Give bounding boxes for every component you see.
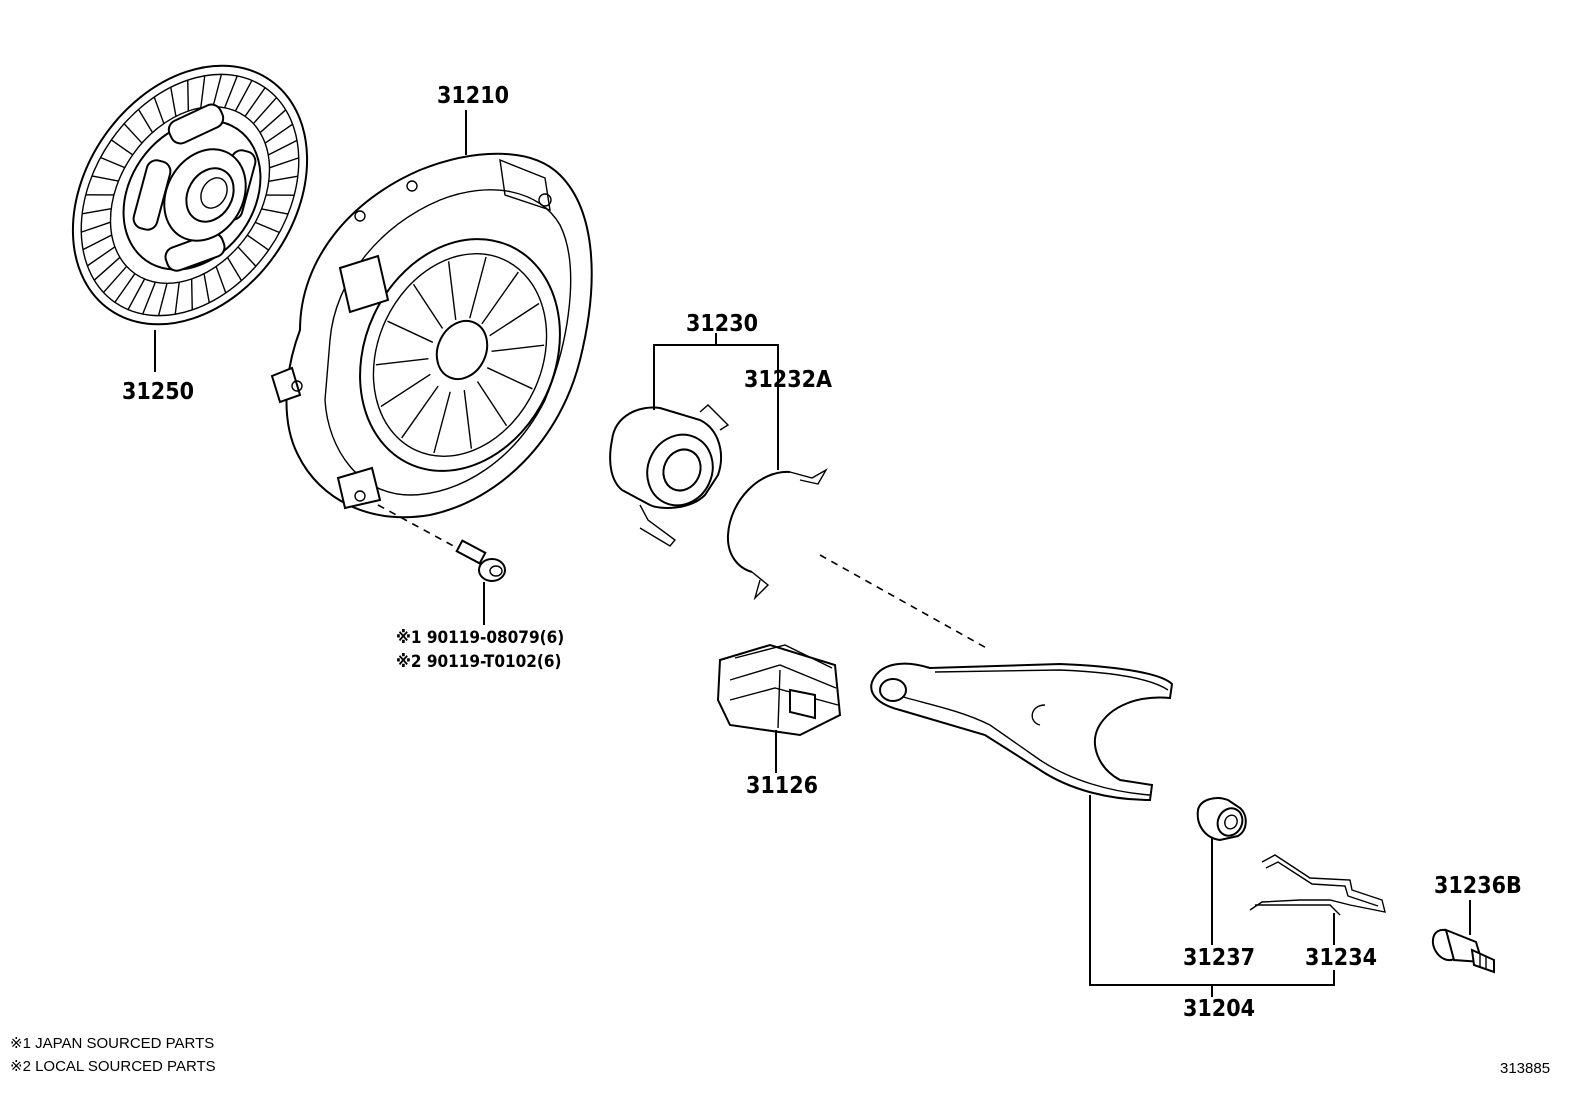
label-bolt-japan: ※1 90119-08079(6) <box>396 628 564 648</box>
fork-alignment-line <box>819 554 991 651</box>
cover-bolt-part[interactable] <box>455 539 506 582</box>
label-31234: 31234 <box>1305 945 1377 971</box>
label-31250: 31250 <box>122 379 194 405</box>
label-31237: 31237 <box>1183 945 1255 971</box>
release-fork-part[interactable] <box>870 662 1174 802</box>
footnote-local: ※2 LOCAL SOURCED PARTS <box>10 1058 216 1075</box>
label-31232a: 31232A <box>744 367 832 393</box>
footnote-japan: ※1 JAPAN SOURCED PARTS <box>10 1035 214 1052</box>
release-bearing-part[interactable] <box>609 404 730 547</box>
label-31230: 31230 <box>686 311 758 337</box>
clutch-cover-part[interactable] <box>270 152 597 519</box>
bearing-clip-part[interactable] <box>726 468 828 601</box>
label-31210: 31210 <box>437 83 509 109</box>
release-fork-boot-part[interactable] <box>716 643 842 737</box>
pivot-bolt-part[interactable] <box>1428 925 1495 974</box>
label-bolt-local: ※2 90119-T0102(6) <box>396 652 562 672</box>
label-31126: 31126 <box>746 773 818 799</box>
figure-id: 313885 <box>1500 1060 1550 1077</box>
bolt-alignment-line <box>377 504 471 556</box>
pivot-seat-part[interactable] <box>1196 797 1247 842</box>
label-31236b: 31236B <box>1434 873 1522 899</box>
clutch-disc-part[interactable] <box>25 21 356 370</box>
fork-spring-part[interactable] <box>1249 854 1386 916</box>
label-31204: 31204 <box>1183 996 1255 1022</box>
